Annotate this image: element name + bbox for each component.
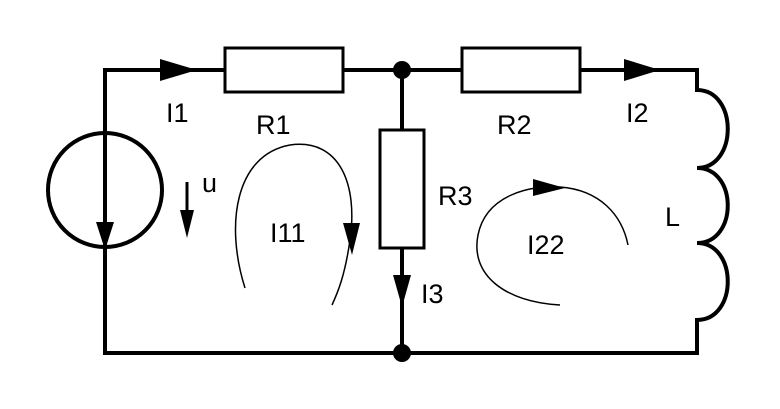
label-r2: R2 — [497, 110, 532, 140]
label-u: u — [202, 168, 217, 198]
resistor-r1 — [223, 46, 345, 94]
current-arrow-i3 — [393, 275, 411, 307]
label-i2: I2 — [626, 98, 649, 128]
label-r3: R3 — [438, 181, 473, 211]
label-i22: I22 — [527, 230, 565, 260]
label-i1: I1 — [166, 98, 189, 128]
label-r1: R1 — [256, 110, 291, 140]
label-l: L — [665, 202, 680, 232]
voltage-arrow-u — [180, 182, 194, 238]
current-arrow-i2 — [624, 59, 660, 81]
inductor-l — [694, 87, 730, 323]
current-arrow-i1 — [160, 59, 197, 81]
label-i11: I11 — [270, 218, 306, 248]
loop-current-i22 — [476, 179, 629, 306]
resistor-r2 — [460, 46, 582, 94]
voltage-source — [46, 131, 164, 250]
junction-bottom — [393, 344, 411, 362]
junction-top — [393, 61, 411, 79]
resistor-r3 — [378, 128, 426, 250]
loop-current-i11 — [234, 143, 360, 306]
label-i3: I3 — [421, 279, 444, 309]
